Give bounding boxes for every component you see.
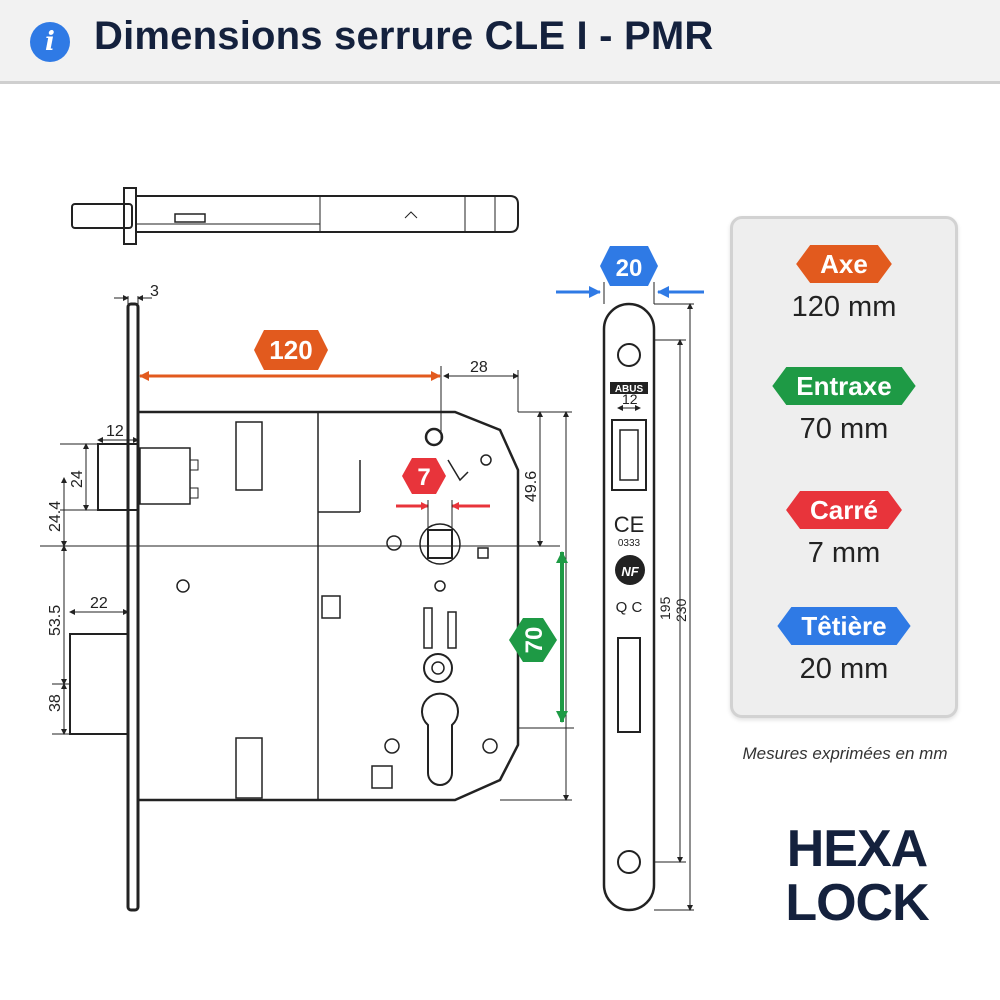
spec-axe: Axe 120 mm — [733, 245, 955, 324]
tetiere-callout-value: 20 — [616, 255, 643, 282]
dim-24: 24 — [69, 470, 86, 488]
dim-195: 195 — [657, 596, 673, 620]
faceplate-dim-12: 12 — [622, 391, 638, 407]
faceplate-view — [602, 302, 694, 912]
page-title: Dimensions serrure CLE I - PMR — [94, 14, 714, 58]
spec-entraxe-badge: Entraxe — [772, 367, 915, 405]
ce-mark: CE — [614, 512, 645, 537]
tetiere-callout: 20 — [556, 246, 704, 304]
dim-38: 38 — [47, 694, 64, 712]
spec-axe-value: 120 mm — [791, 291, 897, 323]
specs-panel: Axe 120 mm Entraxe 70 mm Carré 7 mm Têti… — [730, 216, 958, 718]
brand-mark: ABUS — [615, 384, 644, 395]
carre-callout-value: 7 — [417, 464, 430, 491]
nf-mark: NF — [621, 564, 639, 579]
dim-12: 12 — [106, 423, 124, 440]
dim-thickness: 3 — [150, 283, 159, 300]
top-view — [71, 187, 519, 245]
units-note: Mesures exprimées en mm — [742, 744, 948, 763]
dim-24-4: 24.4 — [47, 501, 64, 532]
dim-49-6: 49.6 — [523, 471, 540, 502]
spec-entraxe-value: 70 mm — [799, 413, 889, 445]
logo-line-2: LOCK — [785, 874, 930, 924]
front-view — [69, 302, 520, 912]
spec-tetiere-badge: Têtière — [777, 607, 910, 645]
logo-line-1: HEXA — [787, 820, 928, 878]
keyhole-icon — [829, 893, 839, 903]
spec-carre-badge: Carré — [786, 491, 902, 529]
axe-callout-value: 120 — [269, 335, 312, 365]
spec-tetiere-value: 20 mm — [799, 653, 889, 685]
spec-entraxe: Entraxe 70 mm — [733, 367, 955, 446]
faceplate-marks: ABUS 12 CE 0333 NF Q C 195 230 — [610, 382, 689, 622]
dim-28: 28 — [470, 359, 488, 376]
ce-code: 0333 — [618, 538, 641, 549]
spec-axe-badge: Axe — [796, 245, 892, 283]
dimension-labels: 3 28 12 24 24.4 49.6 53.5 22 38 — [47, 283, 540, 712]
carre-callout: 7 — [396, 458, 490, 532]
spec-carre: Carré 7 mm — [733, 491, 955, 570]
axe-callout: 120 — [139, 330, 442, 440]
spec-tetiere: Têtière 20 mm — [733, 607, 955, 686]
hexalock-logo: HEXA LOCK — [785, 820, 931, 924]
dim-53-5: 53.5 — [47, 605, 64, 636]
dim-22: 22 — [90, 595, 108, 612]
spec-carre-value: 7 mm — [807, 537, 881, 569]
entraxe-callout-value: 70 — [521, 627, 548, 654]
dim-230: 230 — [673, 598, 689, 622]
dimension-lines — [40, 295, 572, 801]
info-icon: i — [30, 22, 70, 62]
header-bar: i Dimensions serrure CLE I - PMR — [0, 0, 1000, 84]
entraxe-callout: 70 — [509, 551, 574, 729]
qc-mark: Q C — [616, 599, 643, 616]
